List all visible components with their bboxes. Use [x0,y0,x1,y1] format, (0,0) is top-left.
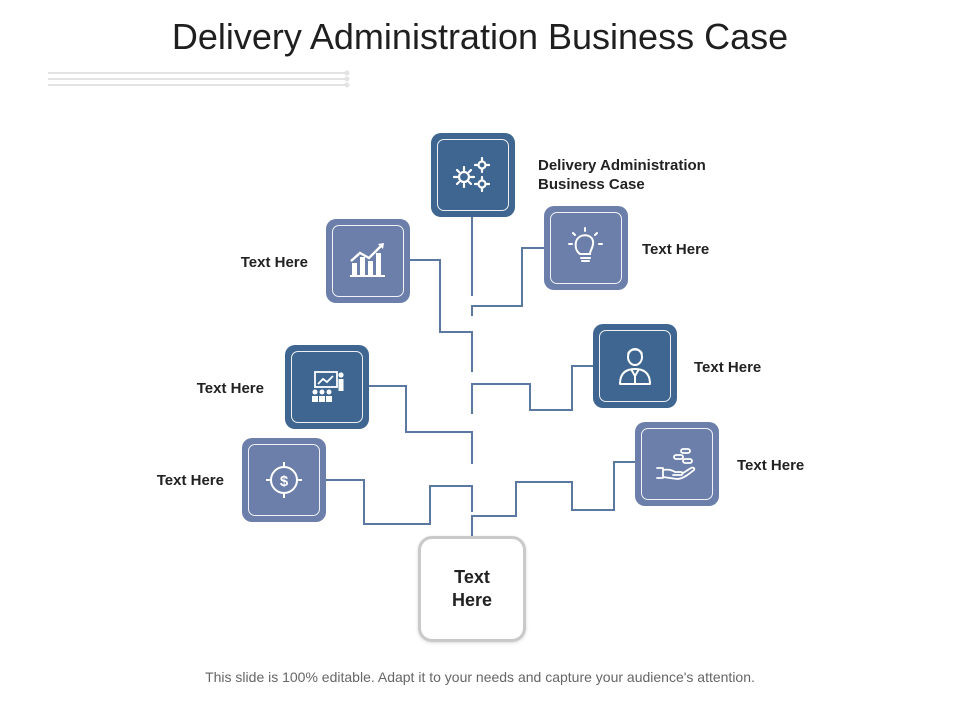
bar-chart-icon [350,243,385,277]
center-box[interactable]: Text Here [418,536,526,642]
dollar-target-icon: $ [266,462,302,498]
tile-dollar-target[interactable]: $ [242,438,326,522]
svg-text:$: $ [280,473,289,490]
slide-footer: This slide is 100% editable. Adapt it to… [205,669,755,685]
connector-hand-coins [471,461,636,536]
hand-coins-icon [656,448,696,480]
label-hand-coins: Text Here [737,457,805,474]
label-dollar-target: Text Here [156,472,224,489]
connector-businessman [471,365,595,414]
label-businessman: Text Here [694,359,762,376]
slide-title: Delivery Administration Business Case [171,16,789,57]
tile-gears[interactable] [431,133,515,217]
tile-businessman[interactable] [593,324,677,408]
connector-dollar-target [324,479,473,525]
connector-presentation [366,385,473,464]
tile-presentation[interactable] [285,345,369,429]
connector-lightbulb [471,247,545,316]
label-presentation: Text Here [196,380,264,397]
gears-icon [452,156,491,193]
tile-bar-chart[interactable] [326,219,410,303]
connector-bar-chart [408,259,473,372]
lightbulb-icon [568,227,603,262]
tile-lightbulb[interactable] [544,206,628,290]
label-bar-chart: Text Here [240,254,308,271]
businessman-icon [619,348,651,385]
decorative-lines [48,70,350,88]
center-label: Text Here [451,567,493,610]
presentation-icon [312,371,344,402]
label-lightbulb: Text Here [642,241,710,258]
tile-hand-coins[interactable] [635,422,719,506]
label-gears: Delivery Administration Business Case [538,157,706,193]
